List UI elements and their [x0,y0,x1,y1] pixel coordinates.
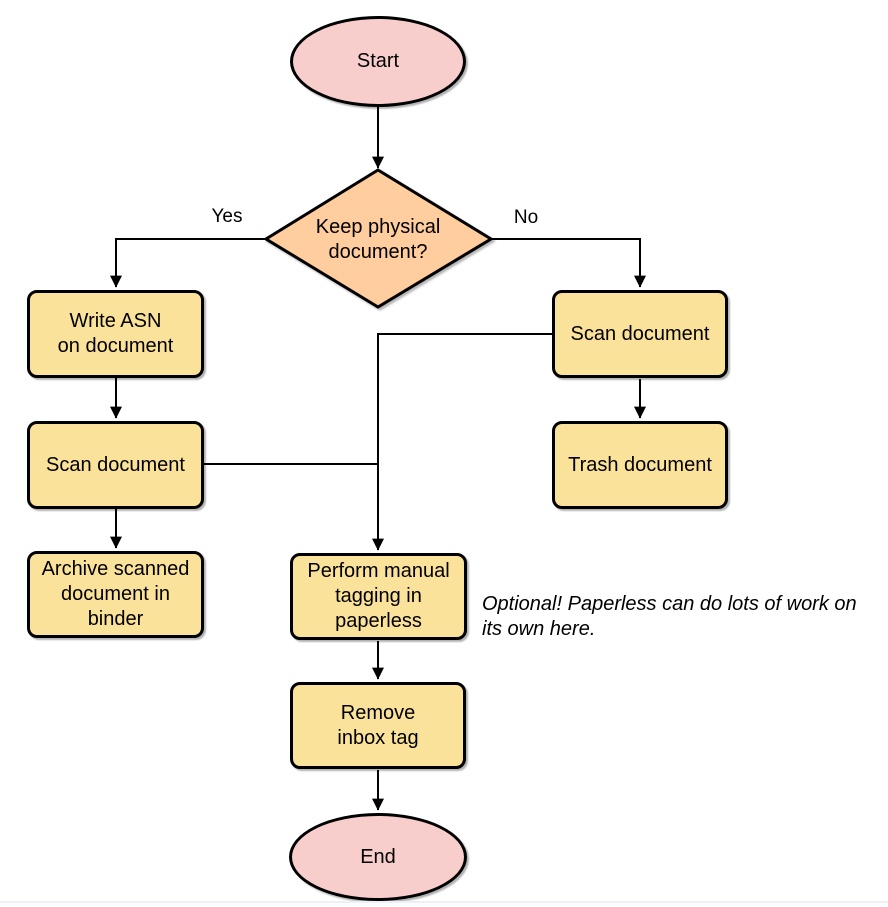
process-node-trash-document: Trash document [552,421,728,509]
process-node-perform-tagging: Perform manual tagging in paperless [290,553,467,640]
edge-decision-no-to-scan-right [491,238,646,288]
start-node: Start [290,16,466,107]
decision-node-label: Keep physical document? [315,215,441,263]
process-node-write-asn: Write ASN on document [27,290,204,378]
end-node: End [289,813,467,901]
bottom-divider [0,901,888,903]
decision-diamond-shape [263,168,494,309]
edge-label-yes: Yes [199,206,255,228]
process-node-archive-scanned: Archive scanned document in binder [27,551,204,638]
edge-scan-right-to-perform [372,333,552,551]
bottom-strip [0,903,888,907]
process-node-scan-document-right: Scan document [552,290,728,378]
process-node-scan-document-left: Scan document [27,421,204,509]
process-node-remove-inbox-tag: Remove inbox tag [290,682,466,769]
edge-label-no: No [498,207,554,229]
annotation-optional-note: Optional! Paperless can do lots of work … [482,593,857,640]
edge-decision-yes-to-write-asn [110,238,266,288]
